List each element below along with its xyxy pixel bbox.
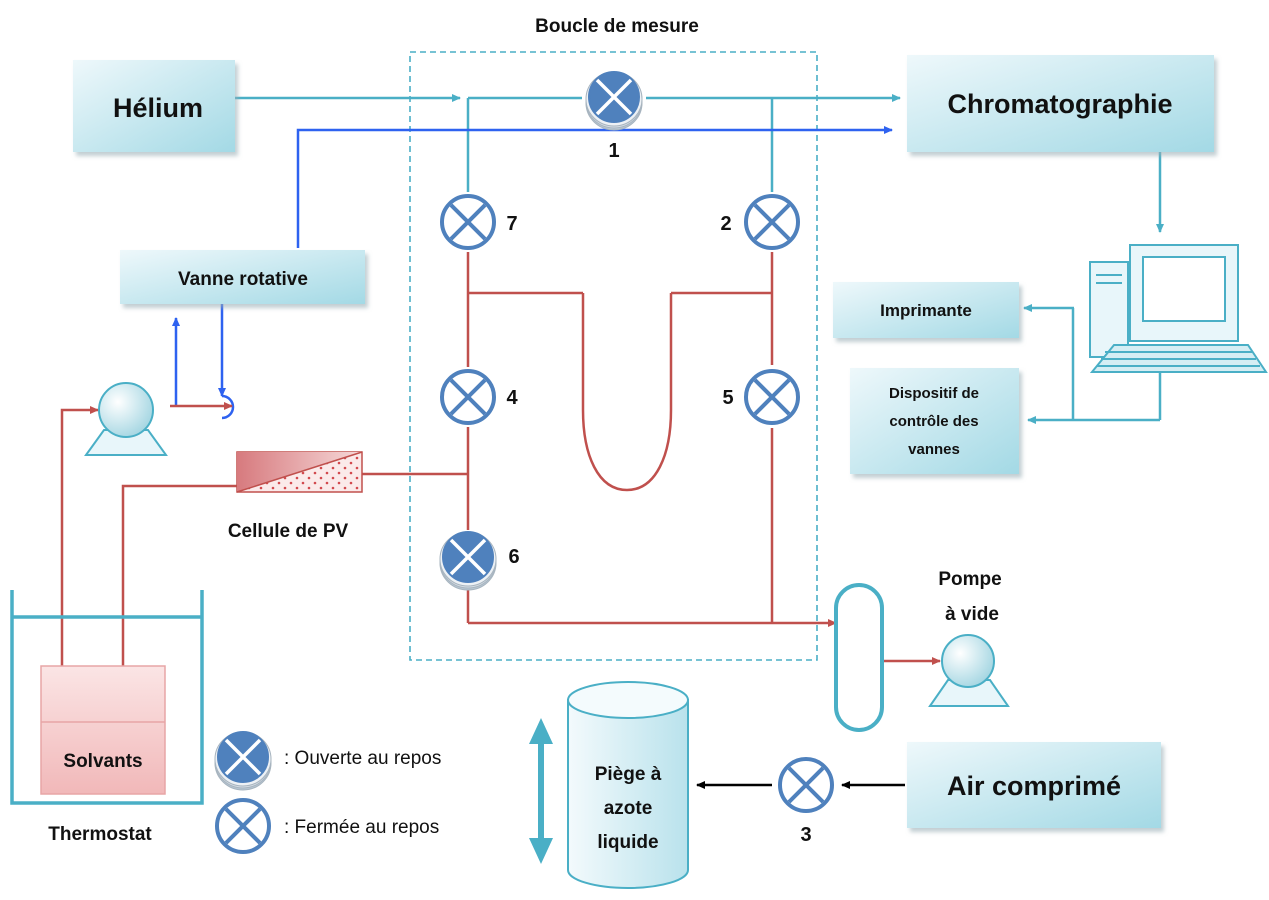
measurement-loop-frame — [409, 51, 818, 661]
valve-number-2: 2 — [720, 213, 731, 235]
vacuum-pump — [928, 634, 1010, 707]
piege-label-1: Piège à — [595, 764, 662, 785]
helium-lines — [235, 94, 1164, 424]
valve-7-icon — [440, 194, 496, 250]
level-double-arrow — [529, 718, 553, 864]
imprimante-box: Imprimante — [833, 282, 1019, 338]
air-comprime-box: Air comprimé — [907, 742, 1161, 828]
measurement-loop-title: Boucle de mesure — [535, 16, 699, 37]
solvants-label: Solvants — [63, 751, 142, 772]
helium-box: Hélium — [73, 60, 235, 152]
valve-6-icon — [439, 531, 497, 591]
pompe-label-2: à vide — [945, 604, 999, 625]
legend-symbols — [214, 731, 272, 854]
chromatographie-label: Chromatographie — [947, 89, 1172, 119]
valve-2-icon — [744, 194, 800, 250]
nitrogen-trap — [567, 681, 689, 889]
dispositif-box: Dispositif de contrôle des vannes — [850, 368, 1019, 474]
circulation-pump — [84, 382, 168, 456]
pompe-label-1: Pompe — [938, 569, 1001, 590]
valve-number-7: 7 — [506, 213, 517, 235]
imprimante-label: Imprimante — [880, 301, 972, 320]
valves-layer — [439, 71, 834, 813]
valve-3-icon — [778, 757, 834, 813]
valve-number-6: 6 — [508, 546, 519, 568]
valve-4-icon — [440, 369, 496, 425]
legend-open-valve-icon — [214, 731, 272, 791]
air-comprime-label: Air comprimé — [947, 771, 1121, 801]
thermostat-label: Thermostat — [48, 824, 152, 845]
dispositif-label-3: vannes — [908, 441, 960, 458]
piege-label-3: liquide — [597, 832, 658, 853]
valve-number-1: 1 — [608, 140, 619, 162]
legend-closed-text: : Fermée au repos — [284, 817, 439, 838]
pv-cell — [236, 451, 363, 493]
thermostat-bath — [10, 590, 204, 805]
valve-numbers: 1 2 3 4 5 6 7 — [506, 140, 811, 846]
dispositif-label-2: contrôle des — [889, 413, 978, 430]
valve-5-icon — [744, 369, 800, 425]
computer-icon — [1089, 244, 1268, 373]
valve-number-3: 3 — [800, 824, 811, 846]
dispositif-label-1: Dispositif de — [889, 385, 979, 402]
cold-trap — [834, 583, 884, 732]
helium-label: Hélium — [113, 93, 203, 123]
legend-closed-valve-icon — [215, 798, 271, 854]
chromatographie-box: Chromatographie — [907, 55, 1214, 152]
valve-1-icon — [585, 71, 643, 131]
piege-label-2: azote — [604, 798, 653, 819]
valve-number-4: 4 — [506, 387, 518, 409]
pv-cell-label: Cellule de PV — [228, 521, 349, 542]
vacuum-lines — [60, 252, 941, 740]
vanne-lines — [172, 126, 893, 420]
vanne-rotative-label: Vanne rotative — [178, 269, 308, 290]
legend-open-text: : Ouverte au repos — [284, 748, 441, 769]
vanne-rotative-box: Vanne rotative — [120, 250, 365, 304]
valve-number-5: 5 — [722, 387, 733, 409]
